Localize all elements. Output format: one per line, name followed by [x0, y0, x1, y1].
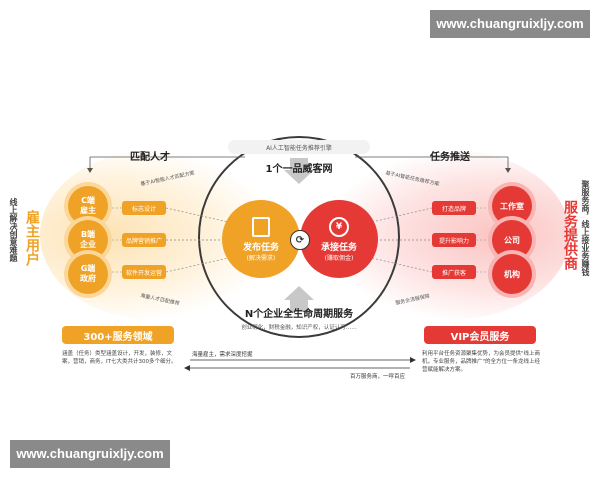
- watermark-bottom: www.chuangruixljy.com: [10, 440, 170, 468]
- left-box-brand-marketing[interactable]: 品牌营销推广: [122, 233, 166, 247]
- circle-studio[interactable]: 工作室: [492, 186, 532, 226]
- right-header: 任务推送: [430, 152, 470, 163]
- circle-company-label: 公司: [504, 235, 520, 245]
- circle-b-label: B端 企业: [80, 230, 96, 249]
- right-box-brand-building[interactable]: 打造品牌: [432, 201, 476, 215]
- left-header: 匹配人才: [130, 152, 170, 163]
- circle-institution-label: 机构: [504, 269, 520, 279]
- watermark-top: www.chuangruixljy.com: [430, 10, 590, 38]
- bottom-items: 创业孵化，财税金融，知识产权，认证认可……: [241, 325, 357, 331]
- accept-task-circle[interactable]: ¥ 承接任务 (赚取佣金): [300, 200, 378, 278]
- right-vertical-title: 服务提供商: [562, 200, 578, 270]
- left-description: 涵盖（任务）类型涵盖设计，开发，装修，文案，营销，商务，IT七大类共计300多个…: [62, 351, 177, 365]
- publish-task-circle[interactable]: 发布任务 (解决需求): [222, 200, 300, 278]
- circle-studio-label: 工作室: [500, 201, 524, 211]
- left-box-logo-design[interactable]: 标志设计: [122, 201, 166, 215]
- circle-c-employer[interactable]: C端 雇主: [68, 186, 108, 226]
- accept-task-sub: (赚取佣金): [324, 254, 354, 262]
- circle-c-label: C端 雇主: [80, 196, 96, 215]
- accept-task-title: 承接任务: [320, 242, 357, 253]
- right-box-customer-acquisition[interactable]: 推广获客: [432, 265, 476, 279]
- right-vertical-sub: 聚服务商，线上接业务赚钱: [581, 180, 590, 276]
- mid-left-caption: 海量雇主，需求深度挖掘: [192, 352, 253, 358]
- money-icon: ¥: [329, 216, 349, 237]
- circle-g-government[interactable]: G端 政府: [68, 254, 108, 294]
- service-fields-pill[interactable]: 300+服务领域: [62, 326, 174, 344]
- publish-task-sub: (解决需求): [246, 254, 276, 262]
- circle-institution[interactable]: 机构: [492, 254, 532, 294]
- circle-company[interactable]: 公司: [492, 220, 532, 260]
- right-box-influence[interactable]: 提升影响力: [432, 233, 476, 247]
- left-box-software-dev[interactable]: 软件开发运营: [122, 265, 166, 279]
- circle-g-label: G端 政府: [80, 264, 96, 283]
- document-icon: [252, 216, 270, 237]
- exchange-icon: ⟳: [290, 230, 310, 250]
- right-description: 利用平台任务资源聚集优势，为会员提供"线上商机，专业服务，品牌推广"的全方位一条…: [422, 351, 541, 373]
- vip-service-pill[interactable]: VIP会员服务: [424, 326, 536, 344]
- top-title: 1个一品威客网: [265, 164, 333, 175]
- left-vertical-title: 雇主用户: [24, 210, 40, 266]
- circle-b-enterprise[interactable]: B端 企业: [68, 220, 108, 260]
- left-vertical-sub: 线上解决创意难题: [9, 198, 18, 262]
- publish-task-title: 发布任务: [242, 242, 279, 253]
- ai-engine-caption: AI人工智能任务推荐引擎: [266, 145, 332, 152]
- mid-right-caption: 百万服务商，一呼百应: [350, 374, 406, 380]
- bottom-title: N个企业全生命周期服务: [244, 309, 354, 320]
